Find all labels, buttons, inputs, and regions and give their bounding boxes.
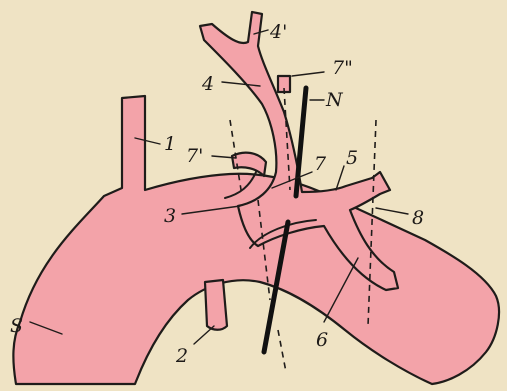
label-7-double-prime: 7" — [332, 57, 353, 79]
label-2: 2 — [175, 345, 188, 367]
leader-7pp — [292, 72, 324, 76]
label-4-prime: 4' — [269, 21, 287, 43]
label-S: S — [10, 315, 23, 337]
leader-2 — [194, 326, 214, 344]
branch-2-vessel — [205, 280, 227, 330]
label-N: N — [325, 89, 344, 111]
label-5: 5 — [346, 147, 358, 169]
leader-8 — [376, 208, 408, 214]
label-7: 7 — [314, 153, 327, 175]
label-1: 1 — [164, 133, 176, 155]
dashed-line-lower — [278, 330, 286, 372]
label-3: 3 — [164, 205, 176, 227]
label-4: 4 — [201, 73, 214, 95]
label-7-prime: 7' — [186, 145, 203, 167]
label-6: 6 — [316, 329, 328, 351]
label-8: 8 — [412, 207, 424, 229]
